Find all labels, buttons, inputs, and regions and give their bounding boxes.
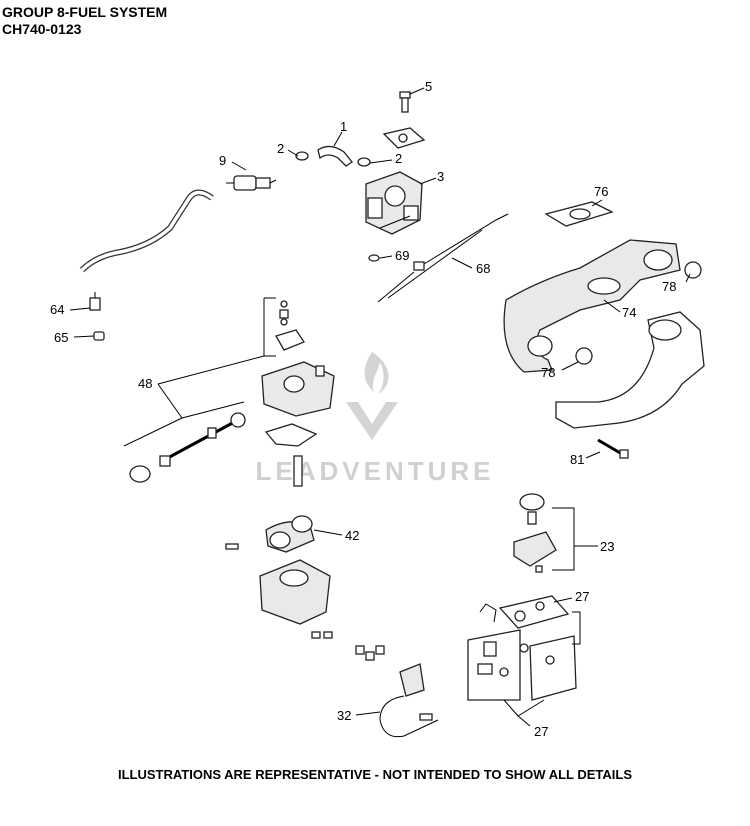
o-ring-part-78-lower[interactable]: [575, 347, 593, 365]
cable-part-68[interactable]: [377, 213, 509, 303]
callout-2-left: 2: [277, 141, 284, 156]
callout-1: 1: [340, 119, 347, 134]
diagram-model-code: CH740-0123: [2, 21, 82, 37]
callout-81: 81: [570, 452, 584, 467]
callout-42: 42: [345, 528, 359, 543]
fitting-part-65[interactable]: [93, 331, 105, 341]
callout-78-upper: 78: [662, 279, 676, 294]
kit-part-23[interactable]: [513, 493, 598, 573]
callout-48: 48: [138, 376, 152, 391]
carburetor-body-part[interactable]: [259, 559, 385, 661]
o-ring-part-78-upper[interactable]: [684, 261, 702, 279]
callout-68: 68: [476, 261, 490, 276]
callout-5: 5: [425, 79, 432, 94]
gasket-part-76[interactable]: [544, 201, 614, 227]
fuel-hose-part-1[interactable]: [317, 145, 353, 167]
bolt-part-81[interactable]: [597, 438, 629, 459]
callout-23: 23: [600, 539, 614, 554]
kit-part-48[interactable]: [129, 297, 335, 487]
diagram-group-title: GROUP 8-FUEL SYSTEM: [2, 4, 168, 20]
disclaimer-footer: ILLUSTRATIONS ARE REPRESENTATIVE - NOT I…: [118, 767, 632, 782]
callout-2-right: 2: [395, 151, 402, 166]
gasket-part[interactable]: [382, 127, 426, 149]
hose-clamp-part-2-left[interactable]: [295, 151, 309, 161]
callout-64: 64: [50, 302, 64, 317]
callout-69: 69: [395, 248, 409, 263]
callout-32: 32: [337, 708, 351, 723]
solenoid-part-32[interactable]: [379, 663, 439, 738]
callout-labels: 1 2 2 3 5 9 23 27 27 32 42 48 64 65 68 6…: [50, 79, 676, 739]
callout-9: 9: [219, 153, 226, 168]
callout-78-lower: 78: [541, 365, 555, 380]
kit-part-27-upper[interactable]: [479, 595, 581, 645]
watermark-logo: [346, 352, 398, 440]
callout-74: 74: [622, 305, 636, 320]
carburetor-part-3[interactable]: [365, 171, 423, 235]
kit-part-27-lower[interactable]: [467, 629, 577, 727]
intake-elbow-part[interactable]: [555, 311, 705, 429]
o-ring-part-69[interactable]: [368, 254, 380, 262]
fuel-filter-part-9[interactable]: [226, 175, 277, 191]
callout-76: 76: [594, 184, 608, 199]
bolt-part-5[interactable]: [399, 91, 411, 113]
leader-lines: [69, 87, 691, 716]
fitting-part-64[interactable]: [89, 292, 101, 311]
fuel-line[interactable]: [79, 189, 214, 273]
float-part-42[interactable]: [225, 515, 315, 553]
intake-manifold-part-74[interactable]: [503, 239, 681, 373]
callout-27-upper: 27: [575, 589, 589, 604]
callout-3: 3: [437, 169, 444, 184]
hose-clamp-part-2-right[interactable]: [357, 157, 371, 167]
callout-65: 65: [54, 330, 68, 345]
watermark-text: LEADVENTURE: [255, 456, 494, 486]
callout-27-lower: 27: [534, 724, 548, 739]
